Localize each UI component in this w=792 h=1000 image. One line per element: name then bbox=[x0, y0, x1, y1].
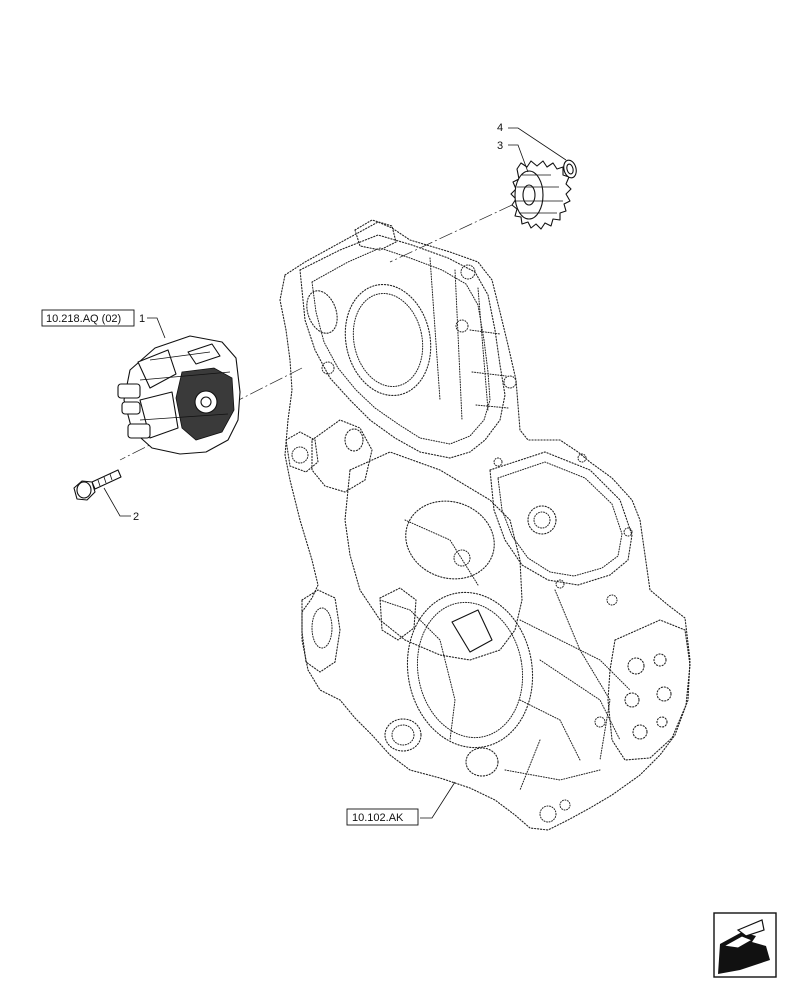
leader-housing bbox=[420, 781, 456, 819]
pump-reference-link[interactable]: 10.218.AQ (02) bbox=[41, 309, 135, 327]
high-pressure-pump-part bbox=[117, 335, 241, 455]
callout-3: 3 bbox=[497, 140, 503, 152]
leader-2 bbox=[103, 487, 131, 517]
washer-part bbox=[563, 159, 577, 179]
gear-axis-line bbox=[389, 204, 513, 263]
gear-housing bbox=[279, 219, 691, 831]
pump-reference-label: 10.218.AQ (02) bbox=[46, 313, 121, 325]
leader-3 bbox=[508, 144, 529, 173]
next-page-arrow-icon[interactable] bbox=[713, 912, 777, 978]
callout-2: 2 bbox=[133, 511, 139, 523]
leader-4 bbox=[508, 127, 567, 161]
bolt-part bbox=[73, 469, 122, 501]
callout-4: 4 bbox=[497, 122, 503, 134]
leader-1 bbox=[147, 317, 166, 339]
housing-reference-label: 10.102.AK bbox=[352, 812, 404, 824]
gear-part bbox=[510, 160, 572, 230]
housing-reference-link[interactable]: 10.102.AK bbox=[346, 808, 419, 826]
callout-1: 1 bbox=[139, 313, 145, 325]
